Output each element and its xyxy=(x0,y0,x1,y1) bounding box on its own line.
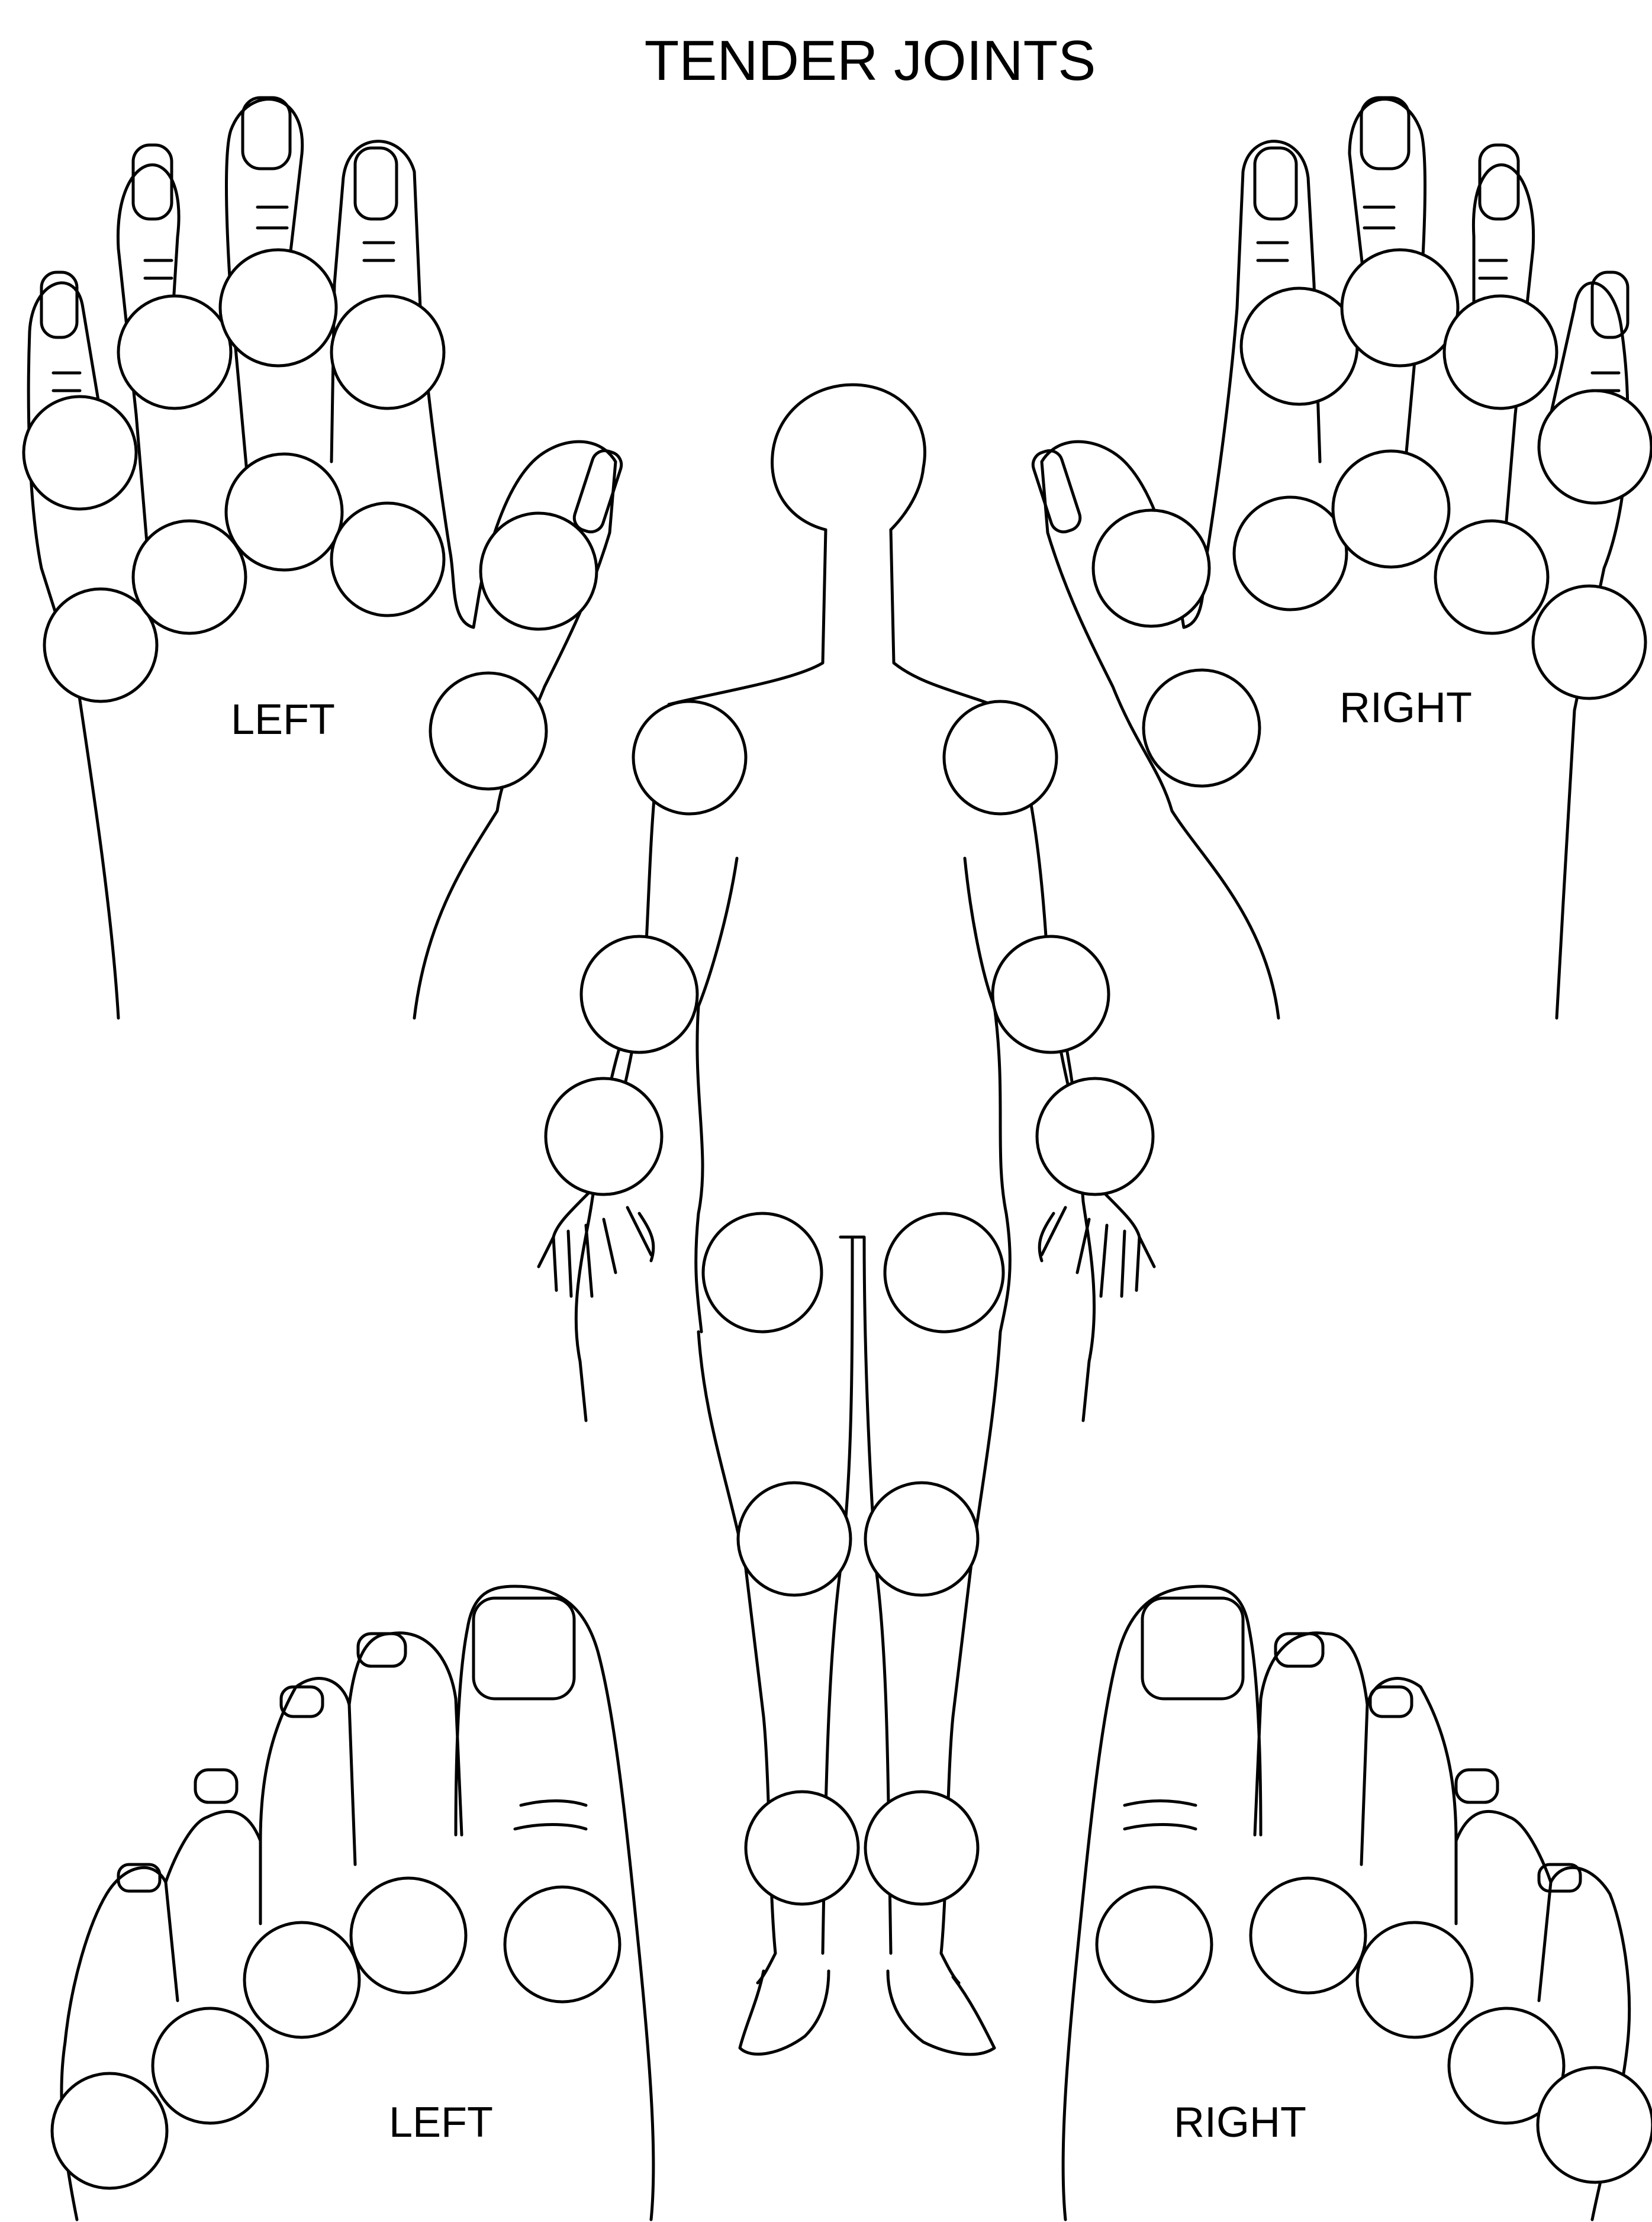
joint-right-middle-pip[interactable] xyxy=(1342,250,1458,366)
joint-left-toe-1[interactable] xyxy=(505,1887,620,2002)
joint-left-ankle[interactable] xyxy=(746,1792,858,1904)
joint-left-middle-pip[interactable] xyxy=(220,250,336,366)
joint-right-toe-1[interactable] xyxy=(1097,1887,1212,2002)
right-foot-label: RIGHT xyxy=(1174,2099,1306,2146)
joint-left-ring-pip[interactable] xyxy=(118,296,231,408)
joint-right-thumb-mcp[interactable] xyxy=(1144,670,1260,786)
joint-right-little-mcp[interactable] xyxy=(1533,586,1645,698)
joint-right-middle-mcp[interactable] xyxy=(1333,451,1449,567)
joint-right-ring-pip[interactable] xyxy=(1444,296,1557,408)
joint-right-knee[interactable] xyxy=(865,1483,978,1595)
joint-left-elbow[interactable] xyxy=(581,936,697,1052)
joint-right-toe-2[interactable] xyxy=(1251,1878,1366,1993)
joint-right-toe-5[interactable] xyxy=(1538,2068,1652,2182)
joint-left-shoulder[interactable] xyxy=(633,701,746,814)
joint-left-thumb-mcp[interactable] xyxy=(430,673,546,789)
left-hand-label: LEFT xyxy=(231,696,335,743)
joint-left-middle-mcp[interactable] xyxy=(226,454,342,570)
page-title: TENDER JOINTS xyxy=(645,29,1096,92)
joint-left-knee[interactable] xyxy=(738,1483,851,1595)
joint-left-toe-3[interactable] xyxy=(244,1922,359,2037)
joint-left-toe-5[interactable] xyxy=(52,2073,167,2188)
joint-right-wrist[interactable] xyxy=(1037,1078,1153,1194)
joint-left-wrist[interactable] xyxy=(546,1078,662,1194)
joint-left-toe-4[interactable] xyxy=(153,2008,268,2123)
joint-left-hip[interactable] xyxy=(703,1213,822,1332)
left-foot-crease xyxy=(515,1801,586,1830)
joint-left-ring-mcp[interactable] xyxy=(133,521,246,633)
joint-left-toe-2[interactable] xyxy=(351,1878,466,1993)
joint-right-index-pip[interactable] xyxy=(1241,288,1357,404)
body-outline xyxy=(539,385,1154,2054)
joint-left-index-pip[interactable] xyxy=(331,296,444,408)
left-foot-label: LEFT xyxy=(389,2099,493,2146)
joint-right-ring-mcp[interactable] xyxy=(1435,521,1548,633)
left-foot-nails xyxy=(118,1598,574,1891)
right-foot-crease xyxy=(1125,1801,1196,1830)
joint-left-thumb-ip[interactable] xyxy=(481,513,597,629)
joint-right-thumb-ip[interactable] xyxy=(1093,510,1209,626)
joint-right-ankle[interactable] xyxy=(865,1792,978,1904)
joint-right-elbow[interactable] xyxy=(993,936,1109,1052)
joint-left-index-mcp[interactable] xyxy=(331,503,444,616)
joint-right-shoulder[interactable] xyxy=(944,701,1057,814)
joint-right-hip[interactable] xyxy=(885,1213,1003,1332)
joint-left-little-pip[interactable] xyxy=(24,397,136,509)
joint-right-toe-3[interactable] xyxy=(1357,1922,1472,2037)
joint-right-little-pip[interactable] xyxy=(1539,391,1651,503)
right-hand-label: RIGHT xyxy=(1339,684,1472,732)
joint-right-index-mcp[interactable] xyxy=(1234,497,1347,610)
